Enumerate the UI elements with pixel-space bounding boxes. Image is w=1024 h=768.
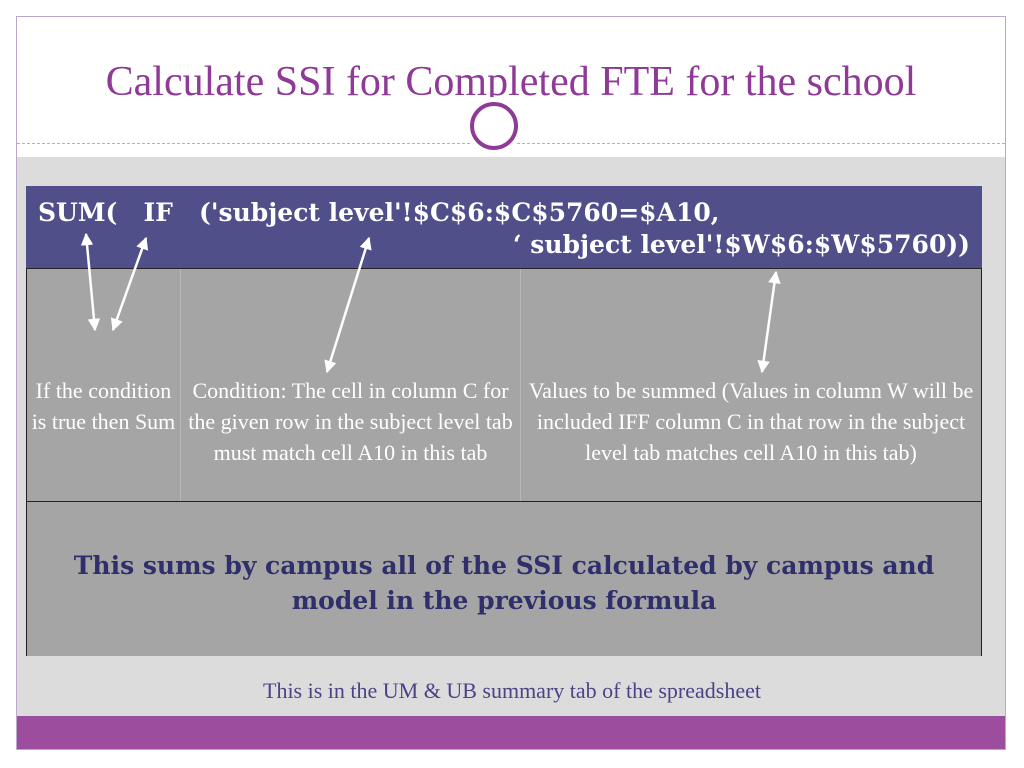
summary-text: This sums by campus all of the SSI calcu…: [73, 551, 935, 615]
footer-bar: [17, 716, 1005, 749]
summary-cell: This sums by campus all of the SSI calcu…: [27, 501, 981, 656]
explanation-cell-condition: Condition: The cell in column C for the …: [181, 269, 521, 501]
slide-title: Calculate SSI for Completed FTE for the …: [105, 59, 917, 105]
explanation-text: Condition: The cell in column C for the …: [188, 378, 513, 465]
formula-line-2: ‘ subject level'!$W$6:$W$5760)): [512, 230, 970, 259]
explanation-text: Values to be summed (Values in column W …: [528, 378, 974, 465]
formula-line-1: SUM( IF ('subject level'!$C$6:$C$5760=$A…: [38, 198, 720, 227]
circle-ornament-icon: [470, 102, 518, 150]
formula-box: SUM( IF ('subject level'!$C$6:$C$5760=$A…: [26, 186, 982, 268]
footnote: This is in the UM & UB summary tab of th…: [263, 678, 761, 703]
explanation-text: If the condition is true then Sum: [31, 378, 176, 434]
explanation-cell-sum: If the condition is true then Sum: [27, 269, 181, 501]
explanation-table: If the condition is true then Sum Condit…: [26, 268, 982, 656]
explanation-cell-values: Values to be summed (Values in column W …: [521, 269, 981, 501]
